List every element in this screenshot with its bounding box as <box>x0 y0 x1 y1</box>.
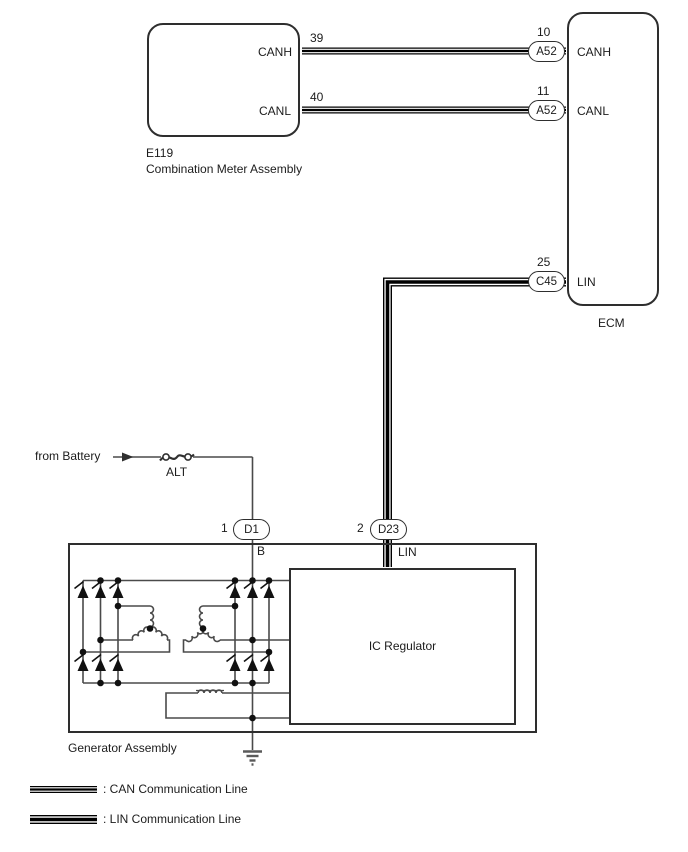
ic-regulator-label: IC Regulator <box>368 639 437 653</box>
b-terminal-label: B <box>257 544 266 558</box>
pin-10-label: 10 <box>537 25 551 39</box>
from-battery-label: from Battery <box>35 449 101 463</box>
stator-coil <box>149 626 169 641</box>
meter-canh-label: CANH <box>258 45 293 59</box>
d1-pin-label: 1 <box>221 521 228 535</box>
ecm-canl-label: CANL <box>577 104 610 118</box>
meter-canl-label: CANL <box>259 104 292 118</box>
stator-coil <box>149 605 155 628</box>
diode-icon <box>77 658 89 671</box>
fusible-link-alt-icon <box>159 453 195 462</box>
combination-meter-box <box>147 23 300 137</box>
alt-fuse-label: ALT <box>166 465 188 479</box>
legend-lin-label: : LIN Communication Line <box>103 812 242 826</box>
diode-icon <box>229 658 241 671</box>
stator-coil <box>198 605 204 628</box>
pin-25-label: 25 <box>537 255 551 269</box>
connector-d1: D1 <box>233 519 270 540</box>
lin-line <box>383 277 566 567</box>
connector-a52-canh: A52 <box>528 41 565 62</box>
diode-icon <box>95 658 106 671</box>
connector-d23: D23 <box>370 519 407 540</box>
pin-40-label: 40 <box>310 90 324 104</box>
stator-coil <box>131 626 151 641</box>
junction-dots <box>79 577 273 722</box>
d23-pin-label: 2 <box>357 521 364 535</box>
ic-regulator-box: IC Regulator <box>289 568 516 725</box>
ecm-name-label: ECM <box>598 316 625 330</box>
diode-icon <box>247 658 258 671</box>
battery-arrow-icon <box>122 452 134 462</box>
diode-icon <box>263 585 275 598</box>
stator-coil <box>201 628 221 643</box>
diode-icon <box>263 658 275 671</box>
diode-icon <box>229 585 241 598</box>
diode-icon <box>95 585 106 598</box>
diode-icon <box>77 585 89 598</box>
diode-icon <box>247 585 258 598</box>
ecm-canh-label: CANH <box>577 45 612 59</box>
pin-11-label: 11 <box>537 84 550 98</box>
diode-icon <box>112 658 124 671</box>
field-coil-wire <box>165 692 289 719</box>
stator-phase-wire <box>182 639 269 653</box>
stator-phase-wire <box>83 639 171 653</box>
pin-39-label: 39 <box>310 31 324 45</box>
ecm-lin-label: LIN <box>577 275 596 289</box>
legend-can-label: : CAN Communication Line <box>103 782 248 796</box>
meter-code-label: E119 <box>146 146 174 160</box>
ground-icon <box>243 750 262 766</box>
lin-terminal-label: LIN <box>398 545 417 559</box>
diode-icon <box>112 585 124 598</box>
rectifier-diodes <box>77 585 275 671</box>
generator-assembly-box <box>68 543 537 733</box>
connector-a52-canl: A52 <box>528 100 565 121</box>
generator-name-label: Generator Assembly <box>68 741 177 755</box>
stator-coil <box>185 628 205 643</box>
ecm-box <box>567 12 659 306</box>
comm-lines <box>30 47 566 824</box>
meter-name-label: Combination Meter Assembly <box>146 162 303 176</box>
connector-c45-lin: C45 <box>528 271 565 292</box>
